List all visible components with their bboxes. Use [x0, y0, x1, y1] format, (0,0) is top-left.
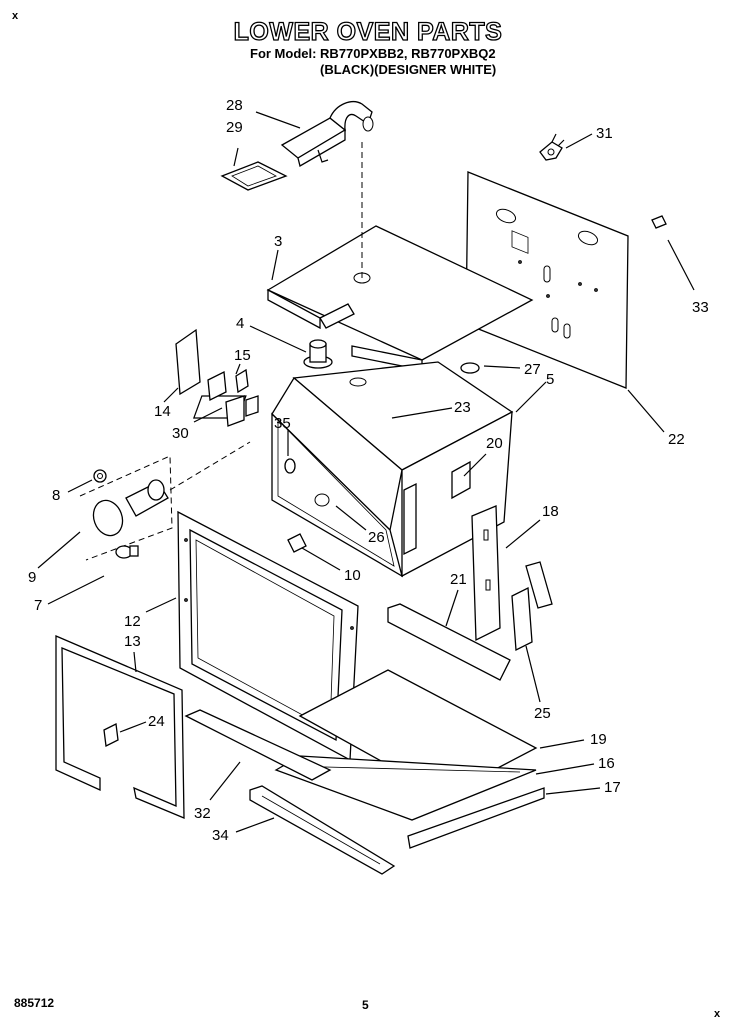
callout-4: 4	[236, 315, 244, 332]
callout-16: 16	[598, 755, 615, 772]
callout-7: 7	[34, 597, 42, 614]
callout-26: 26	[368, 529, 385, 546]
corner-mark-bottom-right: x	[714, 1008, 721, 1020]
part-bracket-switch-group	[175, 328, 259, 427]
callout-19: 19	[590, 731, 607, 748]
model-numbers: For Model: RB770PXBB2, RB770PXBQ2	[250, 46, 496, 61]
part-element-nut	[303, 339, 333, 369]
part-thermal-switch	[539, 133, 565, 161]
callout-8: 8	[52, 487, 60, 504]
callout-20: 20	[486, 435, 503, 452]
callout-25: 25	[534, 705, 551, 722]
callout-14: 14	[154, 403, 171, 420]
part-light-assembly	[79, 455, 173, 561]
callout-31: 31	[596, 125, 613, 142]
part-door-hinge	[511, 561, 553, 652]
page-title: LOWER OVEN PARTS	[233, 17, 503, 46]
callout-10: 10	[344, 567, 361, 584]
part-cavity-clip	[287, 533, 307, 553]
part-front-trim	[407, 787, 545, 849]
callout-33: 33	[692, 299, 709, 316]
callout-12: 12	[124, 613, 141, 630]
part-gasket-clip	[103, 723, 119, 747]
callout-labels: 28 29 31 3 33 4 15 27 5 14 30 23 35 22 2…	[28, 97, 709, 844]
callout-18: 18	[542, 503, 559, 520]
callout-9: 9	[28, 569, 36, 586]
callout-30: 30	[172, 425, 189, 442]
part-bottom-rail	[387, 603, 511, 681]
part-filter-plate	[220, 161, 288, 191]
part-back-panel	[465, 171, 629, 389]
callout-29: 29	[226, 119, 243, 136]
callout-22: 22	[668, 431, 685, 448]
callout-13: 13	[124, 633, 141, 650]
part-light-bulb	[115, 545, 139, 559]
color-variants: (BLACK)(DESIGNER WHITE)	[320, 62, 497, 77]
part-top-panel	[266, 140, 534, 371]
part-bottom-vent	[184, 709, 332, 781]
callout-34: 34	[212, 827, 229, 844]
callout-5: 5	[546, 371, 554, 388]
callout-27: 27	[524, 361, 541, 378]
part-cavity-plug	[284, 458, 296, 474]
part-lamp-nut	[93, 469, 107, 483]
callout-32: 32	[194, 805, 211, 822]
callout-23: 23	[454, 399, 471, 416]
part-kick-plate	[249, 785, 396, 875]
part-plug	[460, 362, 480, 374]
callout-24: 24	[148, 713, 165, 730]
part-door-gasket	[55, 635, 185, 819]
part-vent-duct	[280, 101, 374, 167]
callout-35: 35	[274, 415, 291, 432]
page-number: 5	[362, 998, 369, 1012]
part-back-clip	[651, 215, 667, 229]
callout-15: 15	[234, 347, 251, 364]
part-oven-bottom	[274, 669, 538, 821]
callout-28: 28	[226, 97, 243, 114]
leader-lines	[37, 111, 695, 833]
callout-21: 21	[450, 571, 467, 588]
callout-3: 3	[274, 233, 282, 250]
part-number: 885712	[14, 996, 55, 1010]
part-side-bracket	[471, 505, 501, 642]
corner-mark-top-left: x	[12, 10, 19, 22]
callout-17: 17	[604, 779, 621, 796]
